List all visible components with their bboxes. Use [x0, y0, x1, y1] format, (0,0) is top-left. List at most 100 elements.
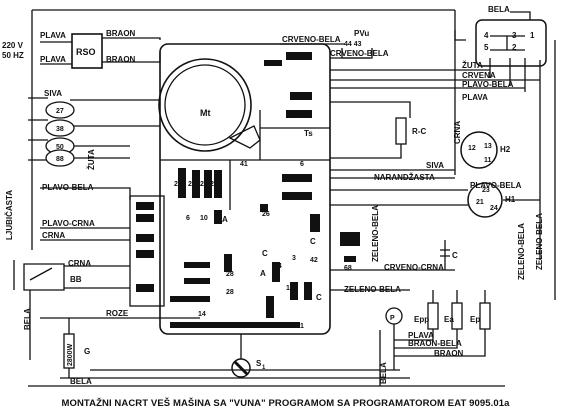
programmer-board	[159, 43, 331, 335]
label-siva-l: SIVA	[44, 89, 62, 98]
board-block-22	[192, 170, 200, 198]
label-plava-b: PLAVA	[408, 331, 434, 340]
wire-c-cap	[440, 240, 450, 270]
wire-rso-braon	[102, 37, 161, 40]
board-block-5	[304, 282, 312, 300]
label-bela-bottom: BELA	[70, 377, 92, 386]
label-bb: BB	[70, 275, 82, 284]
label-c3: C	[262, 249, 268, 258]
label-heater: 2800W	[67, 343, 74, 366]
label-zuta-2: ŽUTA	[87, 149, 96, 170]
label-braon-2: BRAON	[106, 55, 136, 64]
label-crveno-bela-1: CRVENO-BELA	[282, 35, 341, 44]
label-roze: ROZE	[106, 309, 129, 318]
label-p6b: 6	[186, 215, 190, 222]
label-ljubicasta: LJUBIČASTA	[5, 190, 14, 240]
label-sw5: 5	[484, 43, 489, 52]
label-p: P	[390, 315, 395, 322]
board-block-44	[286, 110, 312, 118]
bb-contact	[29, 267, 53, 281]
ep-box	[479, 302, 491, 330]
label-p28b: 28	[226, 289, 234, 296]
board-block-25	[178, 168, 186, 198]
switch-box	[475, 19, 547, 67]
board-block-1	[266, 296, 274, 318]
label-h2: H2	[500, 145, 511, 154]
label-rso: RSO	[76, 47, 96, 57]
label-mt: Mt	[200, 108, 211, 118]
label-braon-bela: BRAON-BELA	[408, 339, 462, 348]
label-p14a: 14	[274, 263, 282, 270]
label-h1a: 23	[482, 187, 490, 194]
label-p3: 3	[292, 255, 296, 262]
h2-circle	[460, 131, 498, 169]
board-block-14	[272, 262, 280, 282]
label-crveno-crna: CRVENO-CRNA	[384, 263, 444, 272]
h1-circle	[467, 182, 503, 218]
label-sw1: 1	[530, 31, 535, 40]
motor-circle	[158, 58, 252, 152]
board-block-43	[286, 52, 312, 60]
label-sw2: 2	[512, 43, 517, 52]
wire-bottom-right	[393, 290, 486, 370]
label-t38: 38	[56, 126, 64, 133]
label-p41: 41	[240, 161, 248, 168]
board-block-26	[260, 204, 268, 212]
board-block-b	[340, 232, 360, 246]
wire-bela-bb	[29, 287, 130, 360]
epp-box	[427, 302, 439, 330]
h1-wires	[330, 189, 468, 206]
label-ea: Ea	[444, 315, 454, 324]
label-zeleno-bela-2: ZELENO-BELA	[517, 223, 526, 280]
label-p5: 5	[304, 285, 308, 292]
board-block-36	[136, 250, 154, 258]
label-p30: 30	[296, 176, 304, 183]
board-block-30	[282, 174, 312, 182]
label-p1a: 1	[268, 323, 272, 330]
board-block-42	[290, 92, 312, 100]
label-h2b: 13	[484, 143, 492, 150]
board-block-18	[184, 262, 210, 268]
label-sw4: 4	[484, 31, 489, 40]
label-p37: 37	[140, 204, 148, 211]
label-e: E	[312, 219, 318, 228]
label-p45: 45	[268, 61, 276, 68]
board-block-37	[136, 202, 154, 210]
label-h1b: 21	[476, 199, 484, 206]
label-sw3: 3	[512, 31, 517, 40]
board-block-44b	[170, 296, 210, 302]
label-g: G	[84, 347, 90, 356]
label-plavo-bela-l: PLAVO-BELA	[42, 183, 94, 192]
terminal-27	[45, 101, 75, 119]
label-p34: 34	[140, 286, 148, 293]
label-bela-vert: BELA	[379, 362, 388, 384]
wire-plava-right	[330, 101, 411, 118]
label-p36: 36	[140, 252, 148, 259]
label-p42: 42	[300, 94, 308, 101]
board-block-68	[344, 256, 356, 262]
label-crna-v: CRNA	[453, 121, 462, 144]
label-a1: A	[222, 215, 228, 224]
s1-bar	[233, 360, 249, 376]
wire-left-loops	[70, 99, 160, 159]
label-s1: S	[256, 359, 262, 368]
label-crna-bb: CRNA	[68, 259, 91, 268]
board-block-16	[290, 282, 298, 300]
board-block-34	[136, 284, 154, 292]
wire-rc	[330, 144, 402, 159]
board-inner-block	[229, 110, 330, 210]
board-block-45	[264, 60, 282, 66]
label-zuta-1: ŽUTA	[462, 61, 483, 70]
board-block-33	[136, 214, 154, 222]
label-plava-r: PLAVA	[462, 93, 488, 102]
label-braon-b: BRAON	[434, 349, 464, 358]
label-h2a: 12	[468, 145, 476, 152]
label-zeleno-bela-3: ZELENO-BELA	[371, 205, 380, 262]
left-module	[129, 195, 165, 307]
board-block-bottom	[170, 322, 300, 328]
board-block-28	[224, 254, 232, 272]
label-ts: Ts	[304, 129, 313, 138]
label-bela-bb: BELA	[23, 308, 32, 330]
label-s1-sub: 1	[262, 365, 266, 371]
